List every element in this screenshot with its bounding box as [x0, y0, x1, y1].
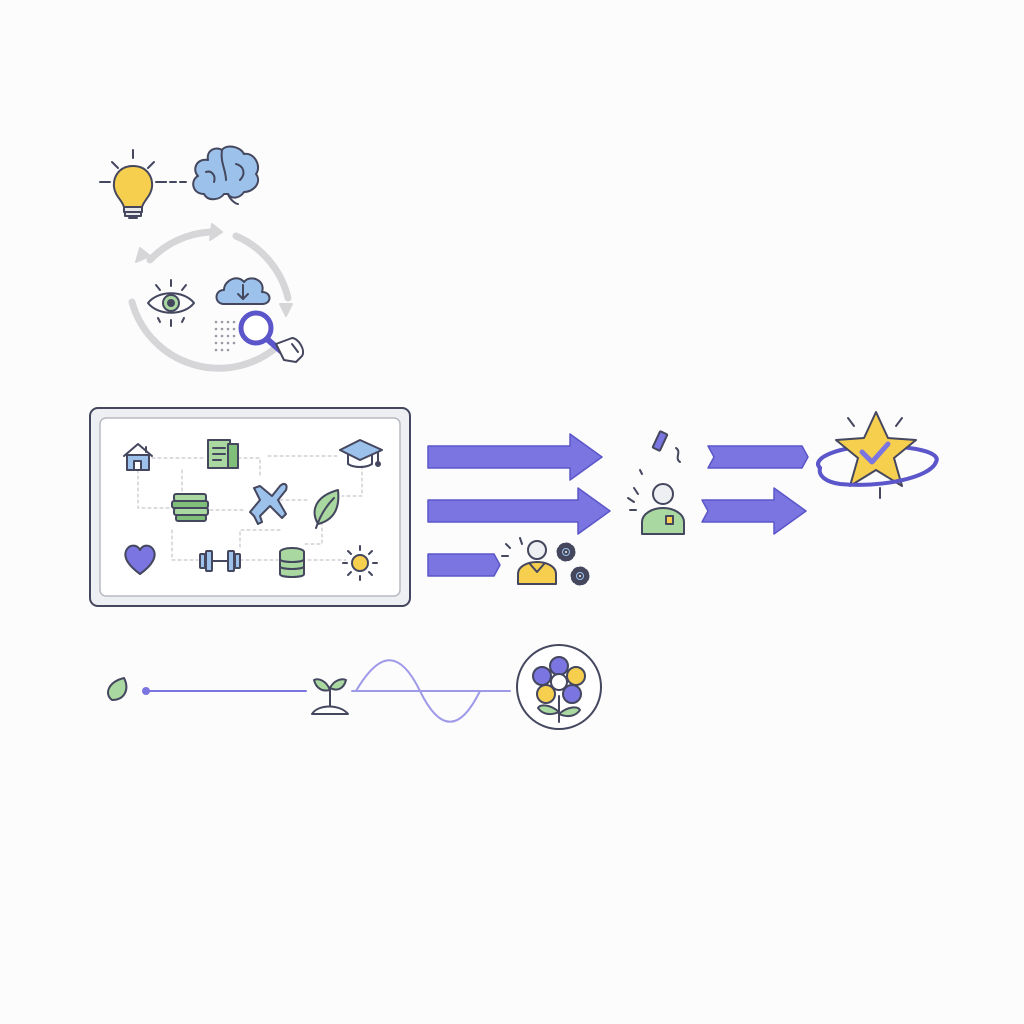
magnifier-hand-icon: [238, 310, 304, 363]
person-icon: [501, 537, 557, 585]
arrow-1: [427, 433, 603, 481]
arrow-2: [427, 487, 611, 535]
person-center-icon: [627, 483, 685, 535]
cycle-loop: [128, 228, 292, 372]
brain-icon: [192, 145, 260, 205]
sun-icon: [342, 545, 378, 581]
arrow-4: [707, 445, 809, 469]
falling-pieces: [639, 430, 681, 475]
airplane-icon: [249, 482, 288, 525]
arrow-3: [427, 553, 501, 577]
coins-icon: [279, 547, 305, 578]
leaf-icon: [313, 489, 340, 529]
growth-wave: [351, 659, 511, 723]
cycle-arrowheads: [135, 223, 293, 317]
lightbulb-icon: [99, 149, 167, 219]
stack-of-books-icon: [171, 493, 209, 522]
gear-icon: [556, 542, 590, 586]
dot-grid: [214, 320, 236, 352]
cloud-download-icon: [215, 277, 271, 305]
growth-line: [142, 687, 307, 695]
seed-icon: [107, 677, 128, 701]
sprout-icon: [311, 678, 349, 715]
eye-icon: [147, 279, 195, 327]
flow-arrows: [427, 433, 809, 577]
flower-icon: [516, 644, 602, 730]
star-check-icon: [816, 411, 939, 499]
heart-icon: [124, 544, 156, 575]
dumbbell-icon: [199, 550, 241, 572]
house-icon: [123, 443, 153, 471]
graduation-cap-icon: [339, 439, 383, 468]
panel-connectors: [137, 455, 363, 561]
arrow-5: [701, 487, 807, 535]
book-icon: [207, 439, 239, 469]
